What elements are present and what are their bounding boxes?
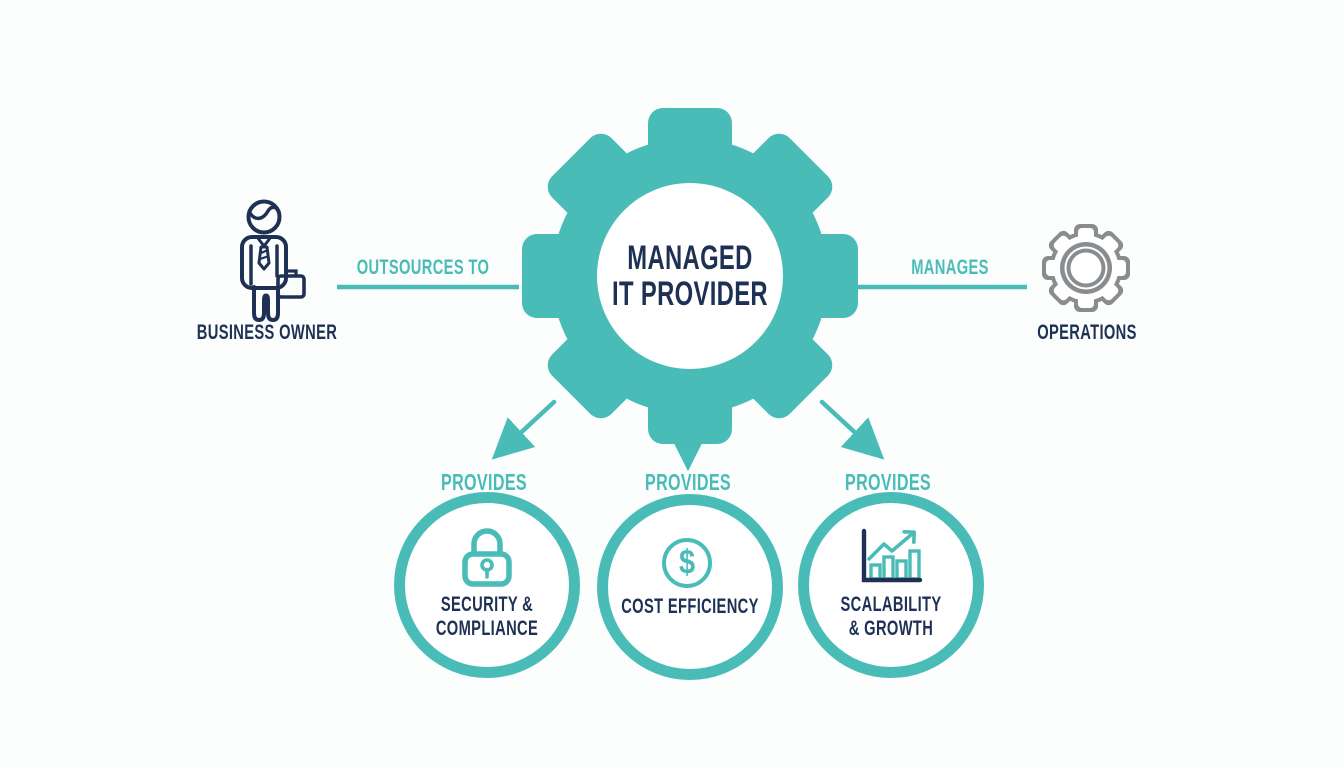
provides-label-2: PROVIDES [644, 469, 732, 495]
scalability-growth-label: SCALABILITY & GROWTH [840, 593, 942, 640]
title-line-2: IT PROVIDER [612, 275, 768, 313]
operations-gear-icon [1042, 224, 1130, 312]
provides-label-3: PROVIDES [844, 469, 932, 495]
scalability-growth-circle [798, 492, 984, 678]
title-line-1: MANAGED [627, 239, 753, 277]
provides-label-1: PROVIDES [440, 469, 528, 495]
cost-efficiency-label: COST EFFICIENCY [621, 595, 759, 618]
manages-label: MANAGES [911, 256, 989, 279]
business-person-icon [240, 199, 306, 323]
security-compliance-label: SECURITY & COMPLIANCE [435, 593, 539, 640]
lock-icon [462, 528, 512, 587]
managed-it-provider-title: MANAGED IT PROVIDER [579, 240, 802, 312]
business-owner-label: BUSINESS OWNER [196, 321, 338, 344]
dollar-icon [662, 538, 712, 588]
gear-icon [522, 108, 858, 444]
dollar-symbol: $ [678, 543, 696, 582]
outsources-to-label: OUTSOURCES TO [356, 256, 490, 279]
growth-chart-icon [861, 528, 923, 583]
operations-label: OPERATIONS [1037, 321, 1137, 344]
